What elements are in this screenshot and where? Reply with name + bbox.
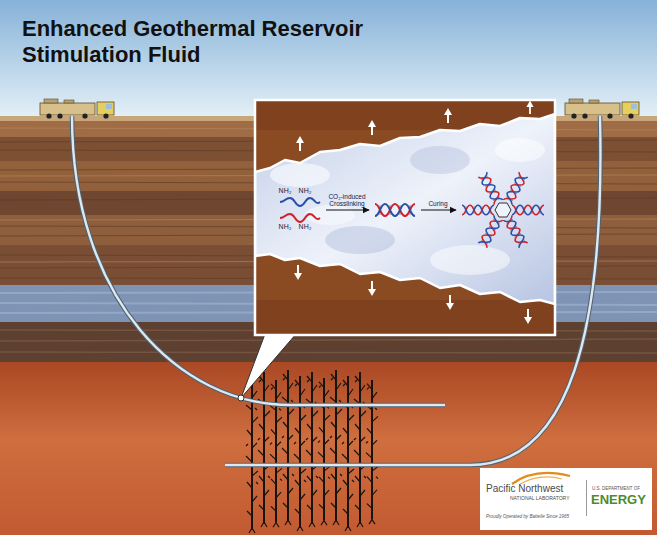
logo-panel: U.S. DEPARTMENT OF ENERGY Pacific Northwes… <box>480 468 652 530</box>
chem-label: NH₂ <box>279 187 292 194</box>
diagram-title: Enhanced Geothermal Reservoir Stimulatio… <box>22 16 452 68</box>
logo-text: ENERGY <box>591 493 646 508</box>
fracture-network <box>246 370 378 533</box>
logo-text: Proudly Operated by Battelle Since 1965 <box>486 514 569 519</box>
arrow-label: CO₂-induced Crosslinking <box>325 193 369 207</box>
chem-label: NH₂ <box>299 187 312 194</box>
logo-text: Pacific Northwest <box>486 483 563 495</box>
callout-pointer <box>238 334 296 401</box>
chem-label: NH₂ <box>299 223 312 230</box>
doe-logo: U.S. DEPARTMENT OF ENERGY <box>586 480 649 516</box>
polymer-chemistry <box>280 172 544 248</box>
fracture-inset <box>255 100 555 335</box>
hot-rock-reservoir <box>0 362 657 535</box>
logo-text: U.S. DEPARTMENT OF <box>592 486 640 491</box>
logo-text: NATIONAL LABORATORY <box>510 496 569 502</box>
chem-label: NH₂ <box>279 223 292 230</box>
arrow-label: Curing <box>428 200 447 207</box>
